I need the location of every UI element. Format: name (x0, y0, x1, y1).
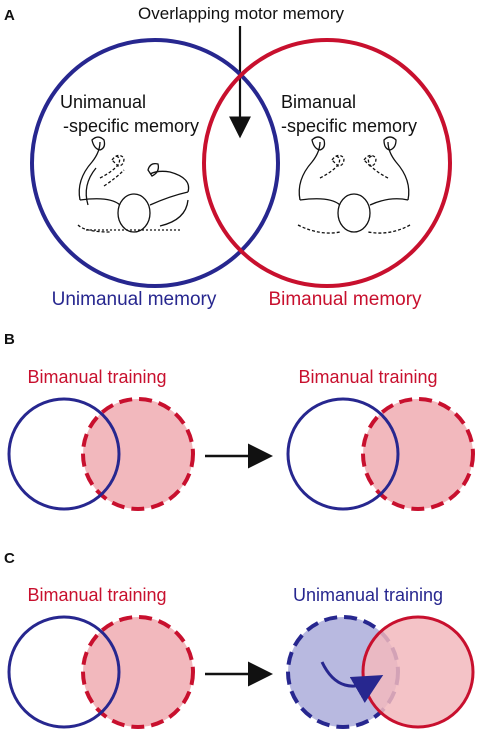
panel-b-left-label: Bimanual training (27, 367, 166, 387)
unimanual-arm-figure (77, 136, 190, 233)
panel-b-left-red-circle (81, 397, 195, 511)
panel-c-letter: C (4, 550, 15, 567)
panel-c-left-blue-circle (7, 615, 121, 729)
bimanual-memory-circle (202, 38, 452, 288)
panel-b-right-blue-circle (286, 397, 400, 511)
panel-b-right-label: Bimanual training (298, 367, 437, 387)
unimanual-specific-line2: -specific memory (63, 116, 199, 136)
transfer-curved-arrow (320, 661, 384, 703)
bimanual-specific-line1: Bimanual (281, 92, 356, 112)
panel-a-letter: A (4, 7, 15, 24)
panel-b-left-blue-circle (7, 397, 121, 511)
panel-c-left-red-circle (81, 615, 195, 729)
unimanual-memory-circle (30, 38, 280, 288)
overlap-label: Overlapping motor memory (138, 4, 344, 23)
unimanual-memory-caption: Unimanual memory (52, 289, 217, 310)
panel-c-right-label: Unimanual training (293, 585, 443, 605)
panel-b: B Bimanual training Bimanual training (4, 331, 475, 511)
bimanual-memory-caption: Bimanual memory (268, 289, 422, 310)
panel-b-right-red-circle (361, 397, 475, 511)
bimanual-specific-line2: -specific memory (281, 116, 417, 136)
panel-c: C Bimanual training Unimanual training (4, 550, 475, 729)
panel-b-letter: B (4, 331, 15, 348)
panel-c-left-label: Bimanual training (27, 585, 166, 605)
unimanual-specific-line1: Unimanual (60, 92, 146, 112)
panel-c-right-red-circle (361, 615, 475, 729)
bimanual-arm-figure (297, 136, 411, 234)
panel-a: A Overlapping motor memory Unimanual -sp… (4, 4, 452, 310)
